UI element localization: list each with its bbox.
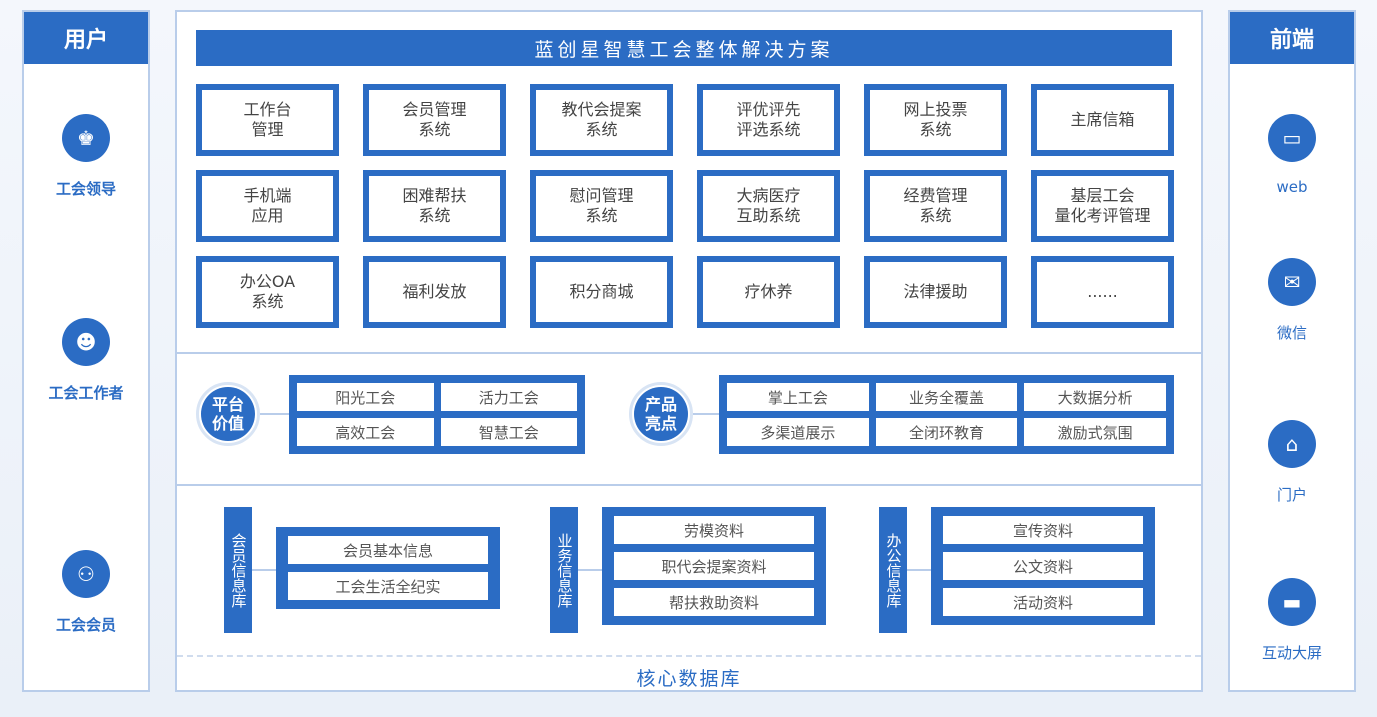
frontend-channel-item[interactable]: ✉ 微信	[1230, 258, 1354, 343]
platform-value-badge: 平台 价值	[196, 382, 260, 446]
solution-panel: 蓝创星智慧工会整体解决方案 工作台 管理会员管理 系统教代会提案 系统评优评先 …	[175, 10, 1203, 692]
module-box[interactable]: 会员管理 系统	[363, 84, 506, 156]
database-item: 公文资料	[943, 552, 1143, 580]
database-label: 会员信息库	[224, 507, 252, 633]
frontend-channel-label: web	[1276, 178, 1308, 196]
platform-value-item: 高效工会	[297, 418, 434, 446]
connector	[252, 569, 278, 571]
product-highlight-item: 激励式氛围	[1024, 418, 1166, 446]
leader-icon: ♚	[62, 114, 110, 162]
module-box[interactable]: 疗休养	[697, 256, 840, 328]
database-item: 工会生活全纪实	[288, 572, 488, 600]
platform-value-badge-label: 平台 价值	[201, 387, 255, 441]
database-box: 会员基本信息工会生活全纪实	[276, 527, 500, 609]
module-box[interactable]: 法律援助	[864, 256, 1007, 328]
product-highlight-badge-label: 产品 亮点	[634, 387, 688, 441]
connector	[907, 569, 933, 571]
module-box[interactable]: 基层工会 量化考评管理	[1031, 170, 1174, 242]
module-box[interactable]: 经费管理 系统	[864, 170, 1007, 242]
database-item: 帮扶救助资料	[614, 588, 814, 616]
product-highlight-box: 掌上工会业务全覆盖大数据分析多渠道展示全闭环教育激励式氛围	[719, 375, 1174, 454]
frontend-panel: 前端 ▭ web ✉ 微信 ⌂ 门户 ▬ 互动大屏	[1228, 10, 1356, 692]
database-item: 活动资料	[943, 588, 1143, 616]
module-box[interactable]: 工作台 管理	[196, 84, 339, 156]
user-role-item: ☻ 工会工作者	[24, 318, 148, 403]
user-role-label: 工会工作者	[48, 384, 124, 402]
module-box[interactable]: 网上投票 系统	[864, 84, 1007, 156]
screen-icon: ▬	[1268, 578, 1316, 626]
database-item: 会员基本信息	[288, 536, 488, 564]
product-highlight-item: 大数据分析	[1024, 383, 1166, 411]
database-label: 业务信息库	[550, 507, 578, 633]
divider	[177, 352, 1201, 354]
module-box[interactable]: 手机端 应用	[196, 170, 339, 242]
frontend-channel-label: 互动大屏	[1261, 644, 1322, 662]
core-database-label: 核心数据库	[636, 668, 742, 690]
platform-value-item: 阳光工会	[297, 383, 434, 411]
module-box[interactable]: 积分商城	[530, 256, 673, 328]
divider	[177, 484, 1201, 486]
worker-group-icon: ☻	[62, 318, 110, 366]
module-box[interactable]: 教代会提案 系统	[530, 84, 673, 156]
product-highlight-item: 业务全覆盖	[875, 383, 1018, 411]
dashed-divider	[177, 655, 1201, 657]
users-header: 用户	[24, 12, 148, 64]
product-highlight-item: 多渠道展示	[727, 418, 869, 446]
frontend-channel-item[interactable]: ▬ 互动大屏	[1230, 578, 1354, 663]
frontend-channel-label: 微信	[1276, 324, 1307, 342]
platform-value-item: 智慧工会	[440, 418, 577, 446]
module-box[interactable]: 福利发放	[363, 256, 506, 328]
module-box[interactable]: 评优评先 评选系统	[697, 84, 840, 156]
product-highlight-item: 全闭环教育	[875, 418, 1018, 446]
module-box[interactable]: 主席信箱	[1031, 84, 1174, 156]
frontend-channel-label: 门户	[1276, 486, 1307, 504]
wechat-icon: ✉	[1268, 258, 1316, 306]
monitor-icon: ▭	[1268, 114, 1316, 162]
connector	[260, 413, 291, 415]
members-icon: ⚇	[62, 550, 110, 598]
user-role-label: 工会会员	[55, 616, 116, 634]
user-role-label: 工会领导	[55, 180, 116, 198]
solution-title: 蓝创星智慧工会整体解决方案	[196, 30, 1172, 66]
module-box[interactable]: 办公OA 系统	[196, 256, 339, 328]
module-box[interactable]: 大病医疗 互助系统	[697, 170, 840, 242]
database-box: 劳模资料职代会提案资料帮扶救助资料	[602, 507, 826, 625]
product-highlight-item: 掌上工会	[727, 383, 869, 411]
platform-value-box: 阳光工会活力工会高效工会智慧工会	[289, 375, 585, 454]
database-label: 办公信息库	[879, 507, 907, 633]
module-box[interactable]: ......	[1031, 256, 1174, 328]
user-role-item: ♚ 工会领导	[24, 114, 148, 199]
database-item: 劳模资料	[614, 516, 814, 544]
database-box: 宣传资料公文资料活动资料	[931, 507, 1155, 625]
module-box[interactable]: 慰问管理 系统	[530, 170, 673, 242]
frontend-header: 前端	[1230, 12, 1354, 64]
database-item: 宣传资料	[943, 516, 1143, 544]
database-item: 职代会提案资料	[614, 552, 814, 580]
frontend-channel-item[interactable]: ▭ web	[1230, 114, 1354, 196]
product-highlight-badge: 产品 亮点	[629, 382, 693, 446]
home-icon: ⌂	[1268, 420, 1316, 468]
connector	[578, 569, 604, 571]
frontend-channel-item[interactable]: ⌂ 门户	[1230, 420, 1354, 505]
users-panel: 用户 ♚ 工会领导 ☻ 工会工作者 ⚇ 工会会员	[22, 10, 150, 692]
user-role-item: ⚇ 工会会员	[24, 550, 148, 635]
module-box[interactable]: 困难帮扶 系统	[363, 170, 506, 242]
platform-value-item: 活力工会	[440, 383, 577, 411]
connector	[693, 413, 721, 415]
